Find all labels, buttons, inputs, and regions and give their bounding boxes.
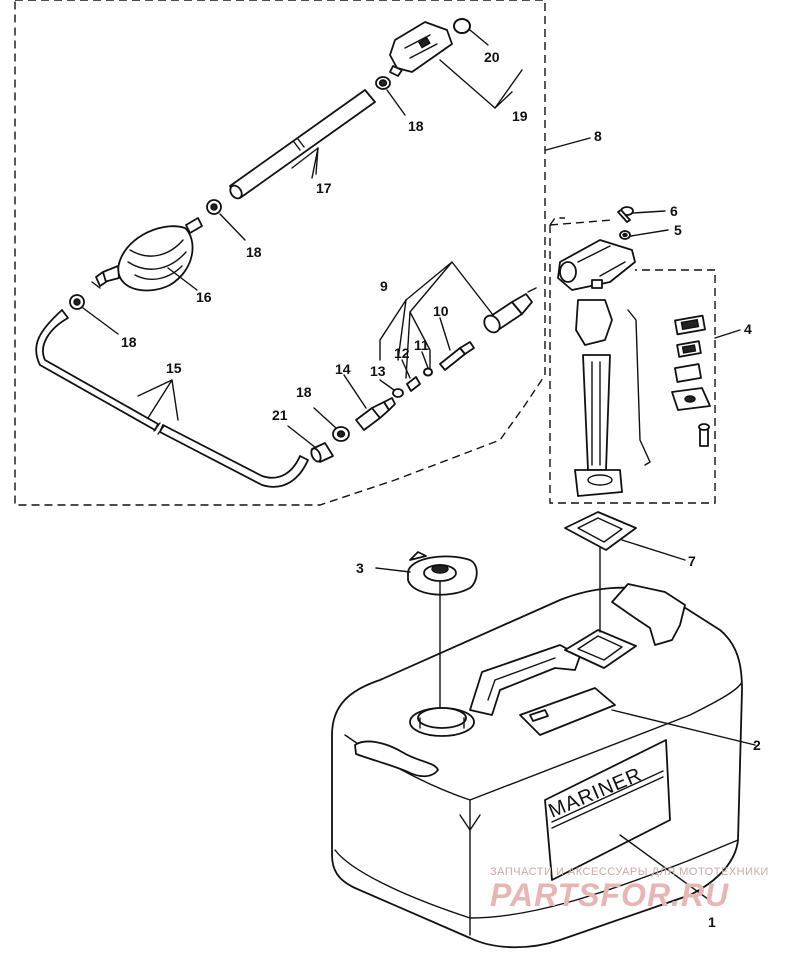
screw (617, 206, 634, 223)
callout-labels: 1 2 3 4 5 6 7 8 9 10 11 12 13 14 15 16 1… (121, 49, 761, 930)
fuel-line-kit-boundary (14, 0, 546, 506)
callout-1: 1 (708, 914, 716, 930)
spring (406, 376, 421, 392)
callout-2: 2 (753, 737, 761, 753)
fuel-hose-lower (35, 309, 309, 488)
callout-18-bottom: 18 (296, 384, 312, 400)
callout-17: 17 (316, 180, 332, 196)
fuel-connector (389, 21, 453, 77)
fuel-gauge-assembly (557, 239, 711, 497)
callout-11: 11 (414, 337, 429, 353)
callout-7: 7 (688, 553, 696, 569)
watermark-logo: PARTSFOR.RU (490, 877, 729, 913)
hose-clamp (375, 76, 391, 90)
hose-clamp (69, 294, 85, 310)
engine-connector (483, 287, 537, 334)
fuel-hose-upper (229, 89, 376, 200)
hose-sleeve (310, 442, 334, 463)
callout-18-left: 18 (121, 334, 137, 350)
callout-15: 15 (166, 360, 182, 376)
fuel-cap (407, 551, 478, 596)
hose-clamp (332, 426, 350, 442)
callout-8: 8 (594, 128, 602, 144)
callout-5: 5 (674, 222, 682, 238)
fuel-tank (331, 583, 743, 949)
callout-21: 21 (272, 407, 288, 423)
gauge-washer (619, 230, 631, 240)
callout-16: 16 (196, 289, 212, 305)
primer-bulb (91, 217, 203, 292)
o-ring (453, 18, 471, 34)
callout-19: 19 (512, 108, 528, 124)
callout-18-top: 18 (408, 118, 424, 134)
callout-12: 12 (394, 345, 410, 361)
hose-fitting (355, 397, 396, 431)
callout-10: 10 (433, 303, 449, 319)
callout-3: 3 (356, 560, 364, 576)
callout-6: 6 (670, 203, 678, 219)
watermark: ЗАПЧАСТИ И АКСЕССУАРЫ ДЛЯ МОТОТЕХНИКИ PA… (490, 866, 769, 913)
fuel-gauge-kit-boundary (549, 217, 716, 504)
callout-14: 14 (335, 361, 351, 377)
gauge-gasket (564, 511, 637, 551)
hose-clamp (206, 199, 222, 215)
callout-9: 9 (380, 278, 388, 294)
valve-stem (439, 341, 475, 371)
callout-13: 13 (370, 363, 386, 379)
callout-18-middle: 18 (246, 244, 262, 260)
watermark-tagline: ЗАПЧАСТИ И АКСЕССУАРЫ ДЛЯ МОТОТЕХНИКИ (490, 866, 769, 878)
callout-20: 20 (484, 49, 500, 65)
callout-4: 4 (744, 321, 752, 337)
leader-lines (82, 29, 756, 903)
washer (392, 388, 404, 398)
small-o-ring (423, 367, 433, 377)
